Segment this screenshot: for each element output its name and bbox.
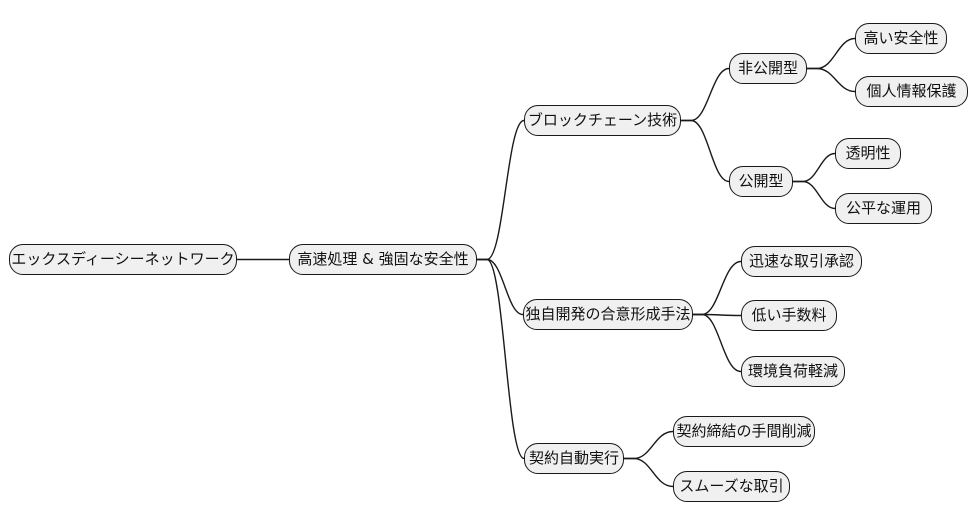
edge-private-to-security <box>806 37 856 70</box>
node-core-speed-security: 高速処理 & 強固な安全性 <box>289 244 477 275</box>
node-private-type: 非公開型 <box>729 53 807 84</box>
node-root-xdc-network: エックスディーシーネットワーク <box>9 244 237 275</box>
node-reduced-environmental-load: 環境負荷軽減 <box>741 356 845 387</box>
edge-core-to-blockchain <box>476 119 525 261</box>
edge-consensus-to-eco <box>691 313 742 373</box>
node-blockchain-technology: ブロックチェーン技術 <box>524 105 681 136</box>
node-low-fees: 低い手数料 <box>741 300 837 331</box>
node-personal-info-protection: 個人情報保護 <box>855 76 968 107</box>
edge-contract-to-lesswork <box>623 430 674 460</box>
edge-consensus-to-approval <box>691 260 742 316</box>
edge-core-to-contract <box>476 258 525 460</box>
node-smooth-transactions: スムーズな取引 <box>673 471 790 502</box>
node-less-contract-hassle: 契約締結の手間削減 <box>673 416 815 447</box>
edge-public-to-fairness <box>792 180 836 210</box>
node-proprietary-consensus-method: 独自開発の合意形成手法 <box>523 299 693 330</box>
edge-private-to-privacy <box>806 67 856 93</box>
node-high-security: 高い安全性 <box>855 23 947 54</box>
edge-blockchain-to-private <box>680 67 730 122</box>
node-automatic-contract-execution: 契約自動実行 <box>524 443 624 474</box>
node-fast-transaction-approval: 迅速な取引承認 <box>741 246 862 277</box>
edge-public-to-transparency <box>792 152 836 183</box>
edge-contract-to-smooth <box>623 457 674 488</box>
node-public-type: 公開型 <box>729 166 793 197</box>
node-fair-operation: 公平な運用 <box>835 193 932 224</box>
edge-blockchain-to-public <box>680 119 730 183</box>
node-transparency: 透明性 <box>835 138 901 169</box>
